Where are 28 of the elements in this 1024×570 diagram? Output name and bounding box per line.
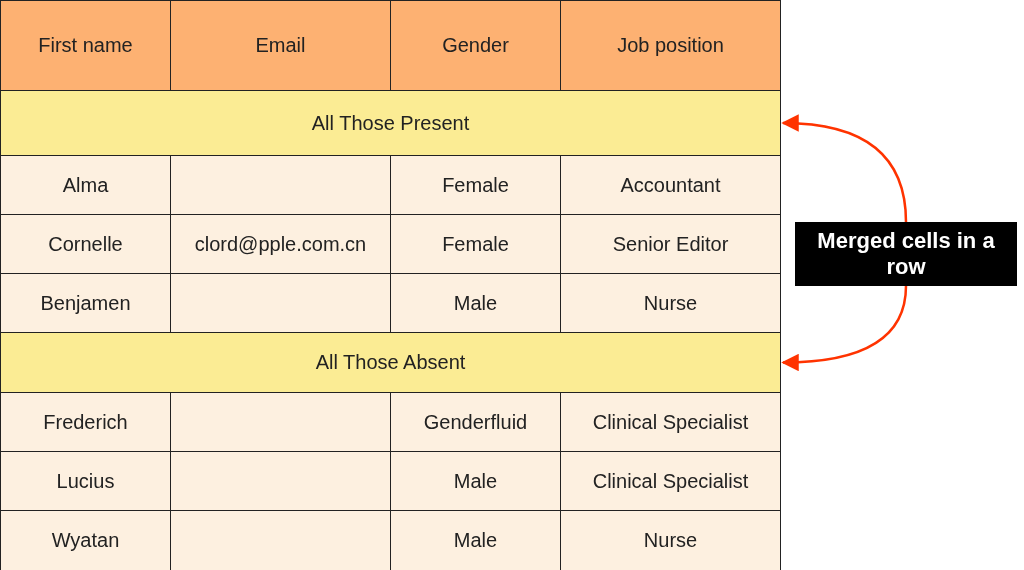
table-cell: Wyatan [0, 510, 171, 570]
table-cell: Female [390, 214, 561, 274]
column-header: Gender [390, 0, 561, 91]
table-cell: Clinical Specialist [560, 392, 781, 452]
table-cell: Nurse [560, 510, 781, 570]
column-header: First name [0, 0, 171, 91]
table-cell: clord@pple.com.cn [170, 214, 391, 274]
table-cell: Accountant [560, 155, 781, 215]
table-cell: Male [390, 273, 561, 333]
table-cell: Benjamen [0, 273, 171, 333]
column-header: Email [170, 0, 391, 91]
table-cell: Senior Editor [560, 214, 781, 274]
table-cell: Lucius [0, 451, 171, 511]
table-cell: Clinical Specialist [560, 451, 781, 511]
table-cell: Alma [0, 155, 171, 215]
merged-row-cell: All Those Present [0, 90, 781, 156]
arrow [781, 114, 908, 223]
table-cell: Nurse [560, 273, 781, 333]
table-cell: Female [390, 155, 561, 215]
table-cell: Male [390, 510, 561, 570]
callout-label: Merged cells in a row [795, 222, 1017, 286]
arrow [781, 285, 908, 371]
table-cell: Cornelle [0, 214, 171, 274]
table-cell: Frederich [0, 392, 171, 452]
merged-row-cell: All Those Absent [0, 332, 781, 393]
table-cell: Male [390, 451, 561, 511]
column-header: Job position [560, 0, 781, 91]
table-cell: Genderfluid [390, 392, 561, 452]
